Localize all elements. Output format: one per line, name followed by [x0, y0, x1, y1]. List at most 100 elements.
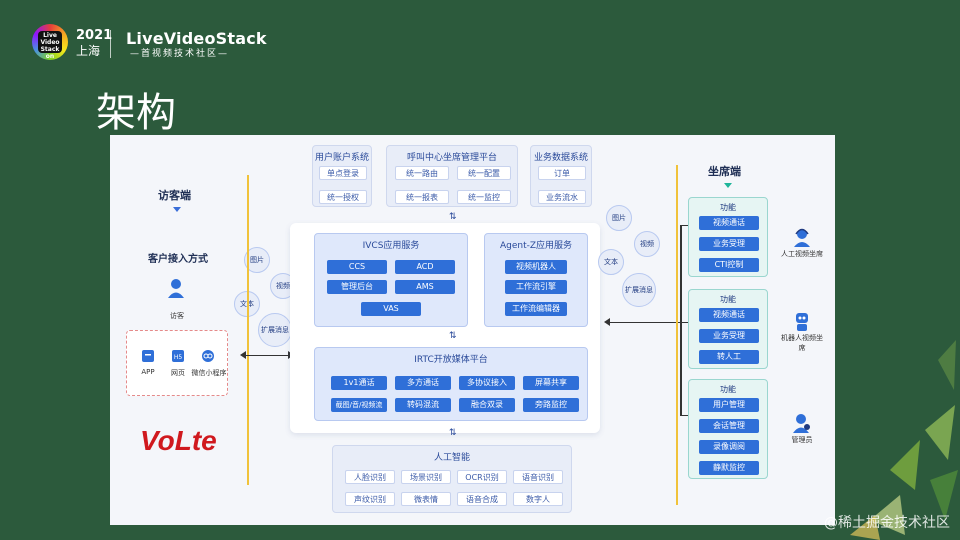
page-title: 架构 [96, 90, 176, 136]
business-data-system: 业务数据系统 订单 业务流水 [530, 145, 592, 207]
updown-arrow-icon: ⇅ [449, 428, 457, 438]
svg-text:H5: H5 [174, 354, 183, 361]
agentz-title: Agent-Z应用服务 [499, 241, 573, 251]
business-data-title: 业务数据系统 [533, 153, 588, 163]
event-logo-text: Live Video Stack on [38, 31, 62, 60]
visitor-link-line [246, 355, 290, 356]
monitor-chip: 统一监控 [457, 190, 511, 204]
sso-chip: 单点登录 [319, 166, 367, 180]
function-title: 功能 [720, 203, 736, 212]
visitor-down-arrow-icon [173, 207, 181, 212]
visitor-person-icon [168, 279, 184, 298]
mini-program-icon [202, 350, 214, 362]
arrow-left-icon [240, 351, 246, 359]
updown-arrow-icon: ⇅ [449, 212, 457, 222]
updown-arrow-icon: ⇅ [449, 331, 457, 341]
agent-divider-line [676, 165, 678, 505]
workflow-engine-chip: 工作流引擎 [505, 280, 567, 294]
volte-logo: VoLte [140, 425, 217, 456]
visitor-divider-line [247, 175, 249, 485]
irtc-capture-chip: 截图/音/视频流 [331, 398, 387, 412]
agent-heading: 坐席端 [708, 165, 741, 178]
func-transfer-chip: 转人工 [699, 350, 759, 364]
user-account-title: 用户账户系统 [314, 153, 369, 163]
visitor-media-ext: 扩展消息 [258, 313, 292, 347]
ams-chip: AMS [395, 280, 455, 294]
irtc-1v1-chip: 1v1通话 [331, 376, 387, 390]
role-robot-agent: 机器人视频坐席 [781, 334, 823, 352]
bracket-bottom-tick [680, 415, 688, 416]
video-robot-chip: 视频机器人 [505, 260, 567, 274]
event-year: 2021 [76, 28, 113, 43]
role-admin: 管理员 [791, 436, 813, 444]
irtc-dual-record-chip: 融合双录 [459, 398, 515, 412]
ai-voiceprint-chip: 声纹识别 [345, 492, 395, 506]
ai-microexpr-chip: 微表情 [401, 492, 451, 506]
app-icon [142, 350, 154, 362]
agent-media-video: 视频 [634, 231, 660, 257]
ai-platform: 人工智能 人脸识别 场景识别 OCR识别 语音识别 声纹识别 微表情 语音合成 … [332, 445, 572, 513]
agent-media-image: 图片 [606, 205, 632, 231]
order-chip: 订单 [538, 166, 586, 180]
bracket-mid-tick [680, 322, 688, 323]
robot-agent-icon [796, 313, 808, 331]
channel-label-app: APP [141, 368, 155, 376]
irtc-transcode-chip: 转码混流 [395, 398, 451, 412]
acd-chip: ACD [395, 260, 455, 274]
decorative-leaves-icon [850, 340, 958, 540]
irtc-multi-chip: 多方通话 [395, 376, 451, 390]
visitor-label: 访客 [170, 312, 184, 320]
event-city: 上海 [76, 44, 101, 58]
irtc-protocol-chip: 多协议接入 [459, 376, 515, 390]
ledger-chip: 业务流水 [538, 190, 586, 204]
irtc-bypass-chip: 旁路监控 [523, 398, 579, 412]
ai-avatar-chip: 数字人 [513, 492, 563, 506]
function-group-admin: 功能 用户管理 会话管理 录像调阅 静默监控 [688, 379, 768, 479]
brand-name: LiveVideoStack [126, 29, 267, 48]
ccs-chip: CCS [327, 260, 387, 274]
ai-asr-chip: 语音识别 [513, 470, 563, 484]
call-center-platform: 呼叫中心坐席管理平台 统一路由 统一配置 统一报表 统一监控 [386, 145, 518, 207]
call-center-title: 呼叫中心坐席管理平台 [406, 153, 497, 163]
function-title: 功能 [720, 295, 736, 304]
agent-media-ext: 扩展消息 [622, 273, 656, 307]
brand-subtitle: —首视频技术社区— [130, 49, 230, 59]
func-recording-chip: 录像调阅 [699, 440, 759, 454]
agent-down-arrow-icon [724, 183, 732, 188]
func-video-call-chip: 视频通话 [699, 216, 759, 230]
vas-chip: VAS [361, 302, 421, 316]
ai-ocr-chip: OCR识别 [457, 470, 507, 484]
report-chip: 统一报表 [395, 190, 449, 204]
ai-scene-chip: 场景识别 [401, 470, 451, 484]
agent-link-line [610, 322, 680, 323]
agentz-service: Agent-Z应用服务 视频机器人 工作流引擎 工作流编辑器 [484, 233, 588, 327]
func-session-chip: 会话管理 [699, 419, 759, 433]
header-divider [110, 30, 111, 58]
agent-bracket-line [680, 225, 682, 415]
ai-title: 人工智能 [433, 453, 470, 463]
role-human-agent: 人工视频坐席 [781, 250, 823, 258]
auth-chip: 统一授权 [319, 190, 367, 204]
watermark: @稀土掘金技术社区 [824, 515, 950, 531]
channels-box: APP H5 网页 微信小程序 [126, 330, 228, 396]
ai-face-chip: 人脸识别 [345, 470, 395, 484]
channel-label-web: 网页 [171, 369, 185, 377]
function-group-robot: 功能 视频通话 业务受理 转人工 [688, 289, 768, 369]
workflow-editor-chip: 工作流编辑器 [505, 302, 567, 316]
admin-chip: 管理后台 [327, 280, 387, 294]
channel-label-mini-program: 微信小程序 [191, 369, 227, 377]
web-icon: H5 [172, 350, 184, 362]
irtc-platform: IRTC开放媒体平台 1v1通话 多方通话 多协议接入 屏幕共享 截图/音/视频… [314, 347, 588, 421]
func-business-chip: 业务受理 [699, 329, 759, 343]
ivcs-title: IVCS应用服务 [362, 241, 420, 251]
ivcs-service: IVCS应用服务 CCS ACD 管理后台 AMS VAS [314, 233, 468, 327]
access-heading: 客户接入方式 [148, 254, 208, 265]
irtc-screen-chip: 屏幕共享 [523, 376, 579, 390]
headset-agent-icon [794, 228, 810, 247]
bracket-top-tick [680, 225, 688, 226]
arrow-left-icon [604, 318, 610, 326]
func-video-call-chip: 视频通话 [699, 308, 759, 322]
config-chip: 统一配置 [457, 166, 511, 180]
user-account-system: 用户账户系统 单点登录 统一授权 [312, 145, 372, 207]
